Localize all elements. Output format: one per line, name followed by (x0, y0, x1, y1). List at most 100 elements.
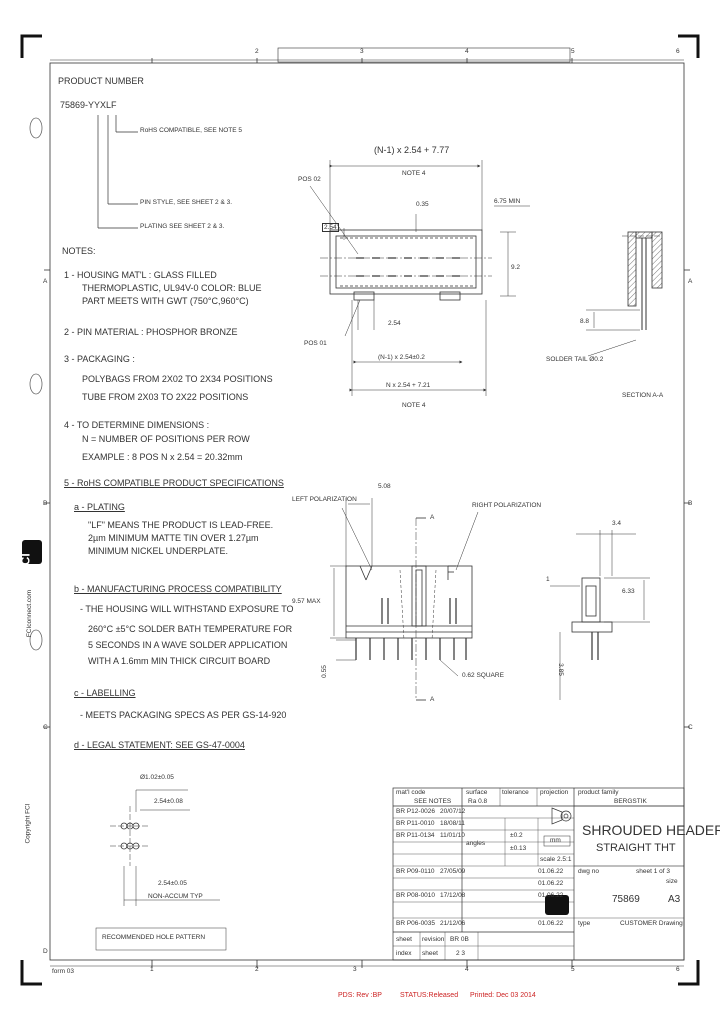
section-caption: SECTION A-A (622, 392, 664, 399)
note-3-line-3: TUBE FROM 2X03 TO 2X22 POSITIONS (82, 392, 249, 402)
tb-check-date-2: 01.06.22 (538, 880, 564, 887)
hole-pattern-caption: RECOMMENDED HOLE PATTERN (102, 934, 206, 941)
zone-bottom-1: 1 (150, 966, 154, 973)
zone-left-d: D (43, 948, 48, 955)
dim-035-label: 0.35 (416, 201, 429, 208)
note-1-line-3: PART MEETS WITH GWT (750°C,960°C) (82, 296, 249, 306)
tb-rev-6: BR P06-0035 (396, 920, 436, 927)
right-polarization-label: RIGHT POLARIZATION (472, 502, 542, 509)
zone-right-b: B (688, 500, 693, 507)
dim-055-label: 0.55 (320, 665, 328, 678)
tb-rev-4: BR P09-0110 (396, 868, 435, 875)
fci-title-logo-icon (545, 895, 569, 915)
top-dim-label: (N-1) x 2.54 + 7.77 (374, 145, 450, 155)
side-site: FCIconnect.com (26, 589, 34, 638)
zone-bottom-4: 4 (465, 966, 469, 973)
notes-heading: NOTES: (62, 246, 96, 256)
zone-right-a: A (688, 278, 693, 285)
note-5a-heading: a - PLATING (74, 502, 125, 512)
tb-index-value: 2 3 (456, 950, 466, 957)
tb-size-head: size (666, 878, 678, 885)
tb-surface-head: surface (466, 789, 488, 796)
form-number: form 03 (52, 968, 75, 975)
note-5c-line-1: - MEETS PACKAGING SPECS AS PER GS-14-920 (80, 710, 287, 720)
hole-accum-label: NON-ACCUM TYP (148, 893, 203, 900)
tb-rev-3: BR P11-0134 (396, 832, 435, 839)
zone-right-c: C (688, 724, 693, 731)
dim-385-label: 3.85 (556, 663, 564, 676)
dim-bot-label: N x 2.54 + 7.21 (386, 382, 431, 389)
zone-top-3: 3 (360, 48, 364, 55)
dim-254b-label: 2.54 (388, 320, 401, 327)
dim-92-label: 9.2 (511, 264, 521, 271)
side-view-one-label: 1 (546, 576, 550, 583)
tb-material-value: SEE NOTES (414, 798, 452, 805)
note-5a-line-3: MINIMUM NICKEL UNDERPLATE. (88, 546, 229, 556)
fci-side-logo-icon (22, 540, 42, 564)
tb-tol-linear-2: ±0.13 (510, 845, 527, 852)
binding-circles (29, 117, 43, 651)
tb-scale: scale 2.5:1 (540, 856, 572, 863)
callout-plating: PLATING SEE SHEET 2 & 3. (140, 223, 225, 230)
tb-revision-value: BR 0B (450, 936, 469, 943)
tb-rev-1: BR P12-0026 (396, 808, 436, 815)
note-5c-heading: c - LABELLING (74, 688, 136, 698)
hole-pitch-top-label: 2.54±0.08 (154, 798, 183, 805)
footer-printed: Printed: Dec 03 2014 (470, 992, 536, 999)
dim-34-label: 3.4 (612, 520, 622, 527)
tb-surface-value: Ra 0.8 (468, 798, 488, 805)
top-view-drawing (309, 160, 530, 396)
dim-957-label: 9.57 MAX (292, 598, 321, 605)
callout-rohs: RoHS COMPATIBLE, SEE NOTE 5 (140, 127, 242, 134)
note-5b-heading: b - MANUFACTURING PROCESS COMPATIBILITY (74, 584, 282, 594)
tb-type-head: type (578, 920, 591, 927)
tb-family-value: BERGSTIK (614, 798, 647, 805)
tb-date-3: 11/01/10 (440, 832, 465, 839)
zone-bottom-2: 2 (255, 966, 259, 973)
note-1-line-2: THERMOPLASTIC, UL94V-0 COLOR: BLUE (82, 283, 262, 293)
hole-dia-label: Ø1.02±0.05 (140, 774, 174, 781)
tb-revision-head: revision (422, 936, 445, 943)
note-4-line-2: N = NUMBER OF POSITIONS PER ROW (82, 434, 250, 444)
zone-bottom-3: 3 (353, 966, 357, 973)
tb-date-5: 17/12/08 (440, 892, 466, 899)
tb-check-date-4: 01.06.22 (538, 920, 564, 927)
section-mark-a-top: A (430, 514, 435, 521)
pos02-label: POS 02 (298, 176, 321, 183)
solder-tail-label: SOLDER TAIL Ø0.2 (546, 356, 604, 363)
side-copyright: Copyright FCI (24, 803, 32, 844)
zone-top-5: 5 (571, 48, 575, 55)
projection-icon (551, 807, 572, 825)
tb-rev-2: BR P11-0010 (396, 820, 435, 827)
dim-mid-label: (N-1) x 2.54±0.2 (378, 354, 425, 361)
dim-062-label: 0.62 SQUARE (462, 672, 504, 679)
zone-bottom-5: 5 (571, 966, 575, 973)
tb-date-6: 21/12/06 (440, 920, 466, 927)
tb-title-1: SHROUDED HEADER (582, 822, 720, 838)
dim-254a-label: 2.54 (322, 223, 339, 232)
left-polarization-label: LEFT POLARIZATION (292, 496, 357, 503)
tb-index-sheet: sheet (422, 950, 438, 957)
note-5b-line-2: 260°C ±5°C SOLDER BATH TEMPERATURE FOR (88, 624, 293, 634)
zone-left-b: B (43, 500, 48, 507)
hole-pattern-drawing (95, 789, 227, 951)
tb-projection-head: projection (540, 789, 569, 796)
frame (44, 47, 690, 968)
tb-check-date-1: 01.06.22 (538, 868, 564, 875)
footer-revision: PDS: Rev :BP (338, 992, 382, 999)
dim-88-label: 8.8 (580, 318, 590, 325)
note-2: 2 - PIN MATERIAL : PHOSPHOR BRONZE (64, 327, 238, 337)
side-brand: FCI (18, 553, 33, 573)
note-1-line-1: 1 - HOUSING MAT'L : GLASS FILLED (64, 270, 217, 280)
product-number-heading: PRODUCT NUMBER (58, 76, 144, 86)
side-view-drawing (550, 530, 650, 700)
note-5a-line-2: 2µm MINIMUM MATTE TIN OVER 1.27µm (88, 533, 259, 543)
note-3-line-2: POLYBAGS FROM 2X02 TO 2X34 POSITIONS (82, 374, 273, 384)
tb-index-head: index (396, 950, 412, 957)
tb-size-value: A3 (668, 894, 681, 905)
callout-leaders (97, 115, 138, 229)
tb-tolerance-head: tolerance (502, 789, 529, 796)
note-3-line-1: 3 - PACKAGING : (64, 354, 135, 364)
tb-family-head: product family (578, 789, 619, 796)
note-5d-heading: d - LEGAL STATEMENT: SEE GS-47-0004 (74, 740, 245, 750)
